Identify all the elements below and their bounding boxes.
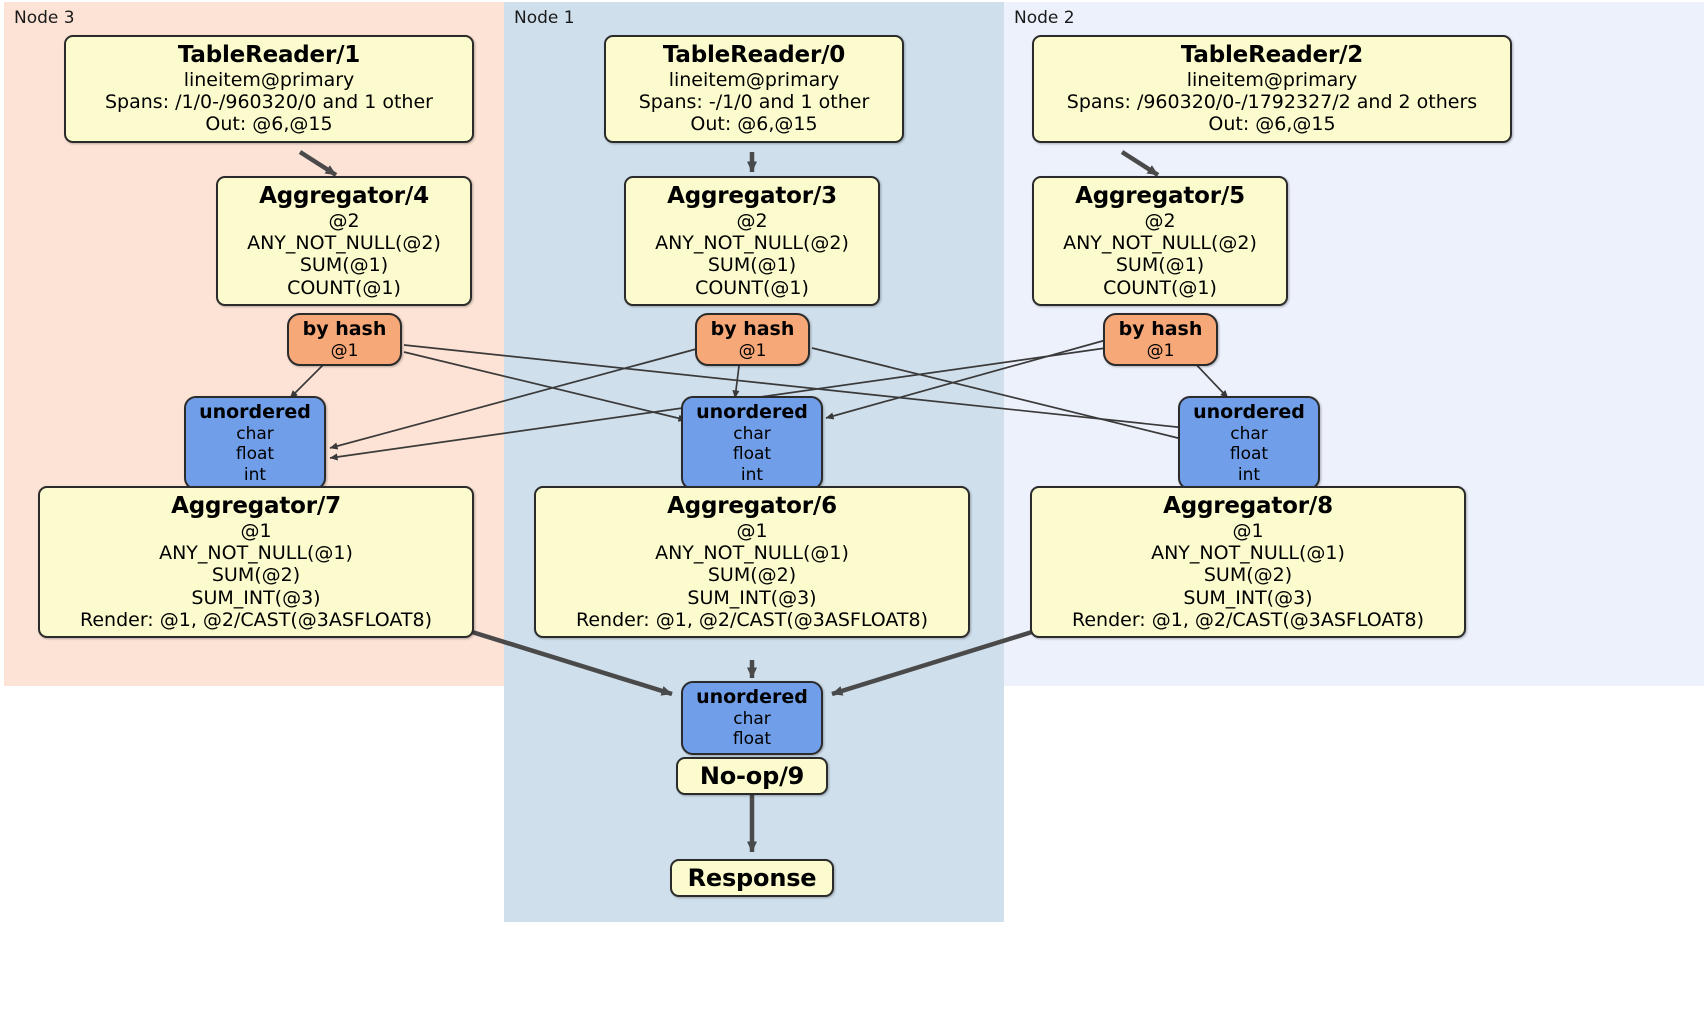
processor-line: COUNT(@1) <box>1103 276 1217 299</box>
processor-line: ANY_NOT_NULL(@1) <box>1151 542 1345 565</box>
synchronizer-title: unordered <box>696 686 808 708</box>
processor-title: Response <box>687 864 817 892</box>
processor-line: Out: @6,@15 <box>690 113 818 136</box>
synchronizer-unordered-left[interactable]: unordered char float int <box>184 396 326 490</box>
region-label-node-3: Node 3 <box>14 8 75 28</box>
synchronizer-unordered-center[interactable]: unordered char float int <box>681 396 823 490</box>
processor-title: Aggregator/5 <box>1075 183 1245 209</box>
synchronizer-line: float <box>235 444 275 465</box>
processor-line: Render: @1, @2/CAST(@3ASFLOAT8) <box>576 608 928 631</box>
synchronizer-line: char <box>733 423 771 444</box>
processor-line: SUM(@1) <box>1115 254 1205 277</box>
synchronizer-line: int <box>243 464 267 485</box>
router-by-hash-right[interactable]: by hash @1 <box>1103 313 1218 367</box>
processor-title: Aggregator/6 <box>667 493 837 519</box>
processor-tablereader-1[interactable]: TableReader/1 lineitem@primary Spans: /1… <box>64 35 474 143</box>
processor-line: ANY_NOT_NULL(@1) <box>655 542 849 565</box>
synchronizer-line: char <box>733 708 771 729</box>
processor-tablereader-2[interactable]: TableReader/2 lineitem@primary Spans: /9… <box>1032 35 1512 143</box>
router-line: @1 <box>738 340 767 361</box>
processor-title: TableReader/0 <box>662 42 846 68</box>
region-label-node-1: Node 1 <box>514 8 575 28</box>
processor-line: Spans: -/1/0 and 1 other <box>638 91 870 114</box>
processor-line: COUNT(@1) <box>695 276 809 299</box>
processor-response[interactable]: Response <box>670 859 834 898</box>
processor-aggregator-6[interactable]: Aggregator/6 @1 ANY_NOT_NULL(@1) SUM(@2)… <box>534 486 970 638</box>
processor-title: No-op/9 <box>699 762 805 790</box>
processor-line: @2 <box>328 209 360 232</box>
router-line: @1 <box>1146 340 1175 361</box>
router-title: by hash <box>710 318 795 340</box>
processor-line: @1 <box>240 519 272 542</box>
processor-aggregator-4[interactable]: Aggregator/4 @2 ANY_NOT_NULL(@2) SUM(@1)… <box>216 176 472 306</box>
synchronizer-line: float <box>732 444 772 465</box>
processor-line: lineitem@primary <box>1186 68 1358 91</box>
synchronizer-line: int <box>740 464 764 485</box>
router-by-hash-left[interactable]: by hash @1 <box>287 313 402 367</box>
processor-line: Spans: /960320/0-/1792327/2 and 2 others <box>1066 91 1478 114</box>
router-title: by hash <box>1118 318 1203 340</box>
processor-aggregator-8[interactable]: Aggregator/8 @1 ANY_NOT_NULL(@1) SUM(@2)… <box>1030 486 1466 638</box>
router-title: by hash <box>302 318 387 340</box>
processor-title: TableReader/1 <box>177 42 361 68</box>
processor-line: SUM_INT(@3) <box>687 586 817 609</box>
processor-line: SUM(@2) <box>707 564 797 587</box>
processor-title: TableReader/2 <box>1180 42 1364 68</box>
processor-line: lineitem@primary <box>183 68 355 91</box>
processor-line: SUM(@2) <box>1203 564 1293 587</box>
processor-title: Aggregator/8 <box>1163 493 1333 519</box>
processor-line: SUM(@1) <box>707 254 797 277</box>
processor-line: SUM_INT(@3) <box>1183 586 1313 609</box>
processor-line: SUM(@2) <box>211 564 301 587</box>
synchronizer-line: float <box>1229 444 1269 465</box>
processor-line: ANY_NOT_NULL(@2) <box>247 232 441 255</box>
processor-line: Render: @1, @2/CAST(@3ASFLOAT8) <box>80 608 432 631</box>
synchronizer-title: unordered <box>696 401 808 423</box>
processor-line: Out: @6,@15 <box>205 113 333 136</box>
processor-title: Aggregator/7 <box>171 493 341 519</box>
processor-line: COUNT(@1) <box>287 276 401 299</box>
processor-line: ANY_NOT_NULL(@2) <box>1063 232 1257 255</box>
processor-line: SUM_INT(@3) <box>191 586 321 609</box>
processor-title: Aggregator/4 <box>259 183 429 209</box>
processor-aggregator-3[interactable]: Aggregator/3 @2 ANY_NOT_NULL(@2) SUM(@1)… <box>624 176 880 306</box>
synchronizer-line: int <box>1237 464 1261 485</box>
processor-line: Render: @1, @2/CAST(@3ASFLOAT8) <box>1072 608 1424 631</box>
synchronizer-unordered-final[interactable]: unordered char float <box>681 681 823 755</box>
processor-noop-9[interactable]: No-op/9 <box>676 757 828 796</box>
region-label-node-2: Node 2 <box>1014 8 1075 28</box>
synchronizer-title: unordered <box>199 401 311 423</box>
synchronizer-line: char <box>236 423 274 444</box>
processor-line: @1 <box>736 519 768 542</box>
processor-aggregator-7[interactable]: Aggregator/7 @1 ANY_NOT_NULL(@1) SUM(@2)… <box>38 486 474 638</box>
processor-line: ANY_NOT_NULL(@1) <box>159 542 353 565</box>
processor-tablereader-0[interactable]: TableReader/0 lineitem@primary Spans: -/… <box>604 35 904 143</box>
processor-line: @2 <box>736 209 768 232</box>
synchronizer-unordered-right[interactable]: unordered char float int <box>1178 396 1320 490</box>
synchronizer-line: char <box>1230 423 1268 444</box>
synchronizer-line: float <box>732 729 772 750</box>
processor-line: @1 <box>1232 519 1264 542</box>
router-by-hash-center[interactable]: by hash @1 <box>695 313 810 367</box>
processor-title: Aggregator/3 <box>667 183 837 209</box>
synchronizer-title: unordered <box>1193 401 1305 423</box>
processor-line: Out: @6,@15 <box>1208 113 1336 136</box>
processor-line: lineitem@primary <box>668 68 840 91</box>
processor-aggregator-5[interactable]: Aggregator/5 @2 ANY_NOT_NULL(@2) SUM(@1)… <box>1032 176 1288 306</box>
processor-line: @2 <box>1144 209 1176 232</box>
router-line: @1 <box>330 340 359 361</box>
processor-line: SUM(@1) <box>299 254 389 277</box>
processor-line: ANY_NOT_NULL(@2) <box>655 232 849 255</box>
processor-line: Spans: /1/0-/960320/0 and 1 other <box>105 91 433 114</box>
